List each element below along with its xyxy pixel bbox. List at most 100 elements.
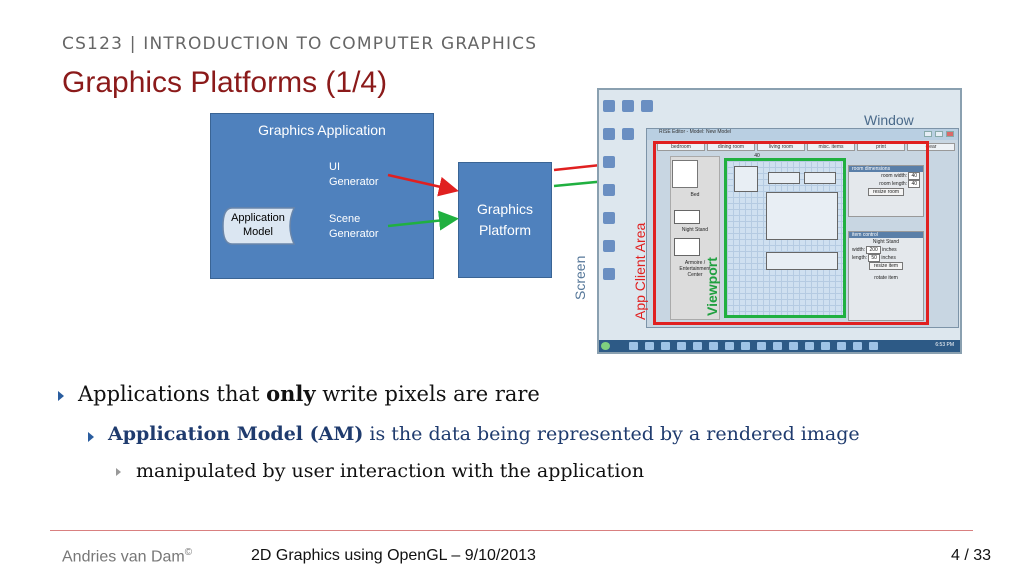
rotate-item-label: rotate item [874,275,898,281]
room-length-input: 40 [908,180,920,188]
item-width-unit: inches [882,247,897,253]
desktop-icon [603,100,615,112]
item-length-input: 50 [868,254,880,262]
bullet-1-emphasis: only [266,381,316,406]
desktop-icon [603,268,615,280]
minimize-icon [924,131,932,137]
bullet-3: manipulated by user interaction with the… [136,460,645,482]
furniture-item [768,172,800,184]
bullet-arrow-icon [58,391,64,401]
scene-generator-line-2: Generator [329,228,379,240]
armoire-thumbnail [674,238,700,256]
footer-author: Andries van Dam© [62,547,192,566]
total-pages: / 33 [964,547,992,564]
app-client-area-outline [653,141,929,325]
desktop-icon [603,128,615,140]
item-control-box: item control Night Stand width: 200 inch… [848,231,924,321]
resize-item-button: resize item [868,262,904,270]
furniture-item [734,166,758,192]
viewport-top-label: 40 [754,153,760,159]
taskbar-icon [773,342,782,350]
taskbar-icon [661,342,670,350]
room-width-row: room width: 40 [849,172,923,180]
item-length-row: length: 50 inches [849,254,923,262]
ui-generator-label: UI Generator [329,160,399,190]
nightstand-thumbnail [674,210,700,224]
item-length-label: length: [852,255,868,261]
item-width-input: 200 [866,246,881,254]
bullet-2-text: is the data being represented by a rende… [363,423,860,445]
room-length-label: room length: [879,181,908,187]
course-header: CS123 | INTRODUCTION TO COMPUTER GRAPHIC… [62,34,538,54]
desktop-icon [622,128,634,140]
scene-generator-line-1: Scene [329,213,361,225]
menu-clear: clear [907,143,955,151]
taskbar-clock: 6:53 PM [935,342,954,348]
bullet-arrow-icon [116,468,121,476]
application-model-line-1: Application [231,212,285,224]
graphics-platform-label: Graphics Platform [459,199,551,241]
bullet-1-text: Applications that [78,382,267,406]
graphics-platform-box: Graphics Platform [458,162,552,278]
bed-thumbnail [672,160,698,188]
application-model-shape-icon [222,207,296,245]
bullet-2: Application Model (AM) is the data being… [108,423,860,445]
graphics-platform-line-1: Graphics [476,201,534,217]
item-name: Night Stand [872,239,900,245]
room-length-row: room length: 40 [849,180,923,188]
start-icon [601,342,610,350]
room-dimensions-box: room dimensions room width: 40 room leng… [848,165,924,217]
taskbar-icon [821,342,830,350]
window-label: Window [864,112,914,128]
resize-room-row: resize room [849,188,923,196]
taskbar-icon [853,342,862,350]
scene-generator-label: Scene Generator [329,212,399,242]
bullet-arrow-icon [88,432,94,442]
taskbar-icon [837,342,846,350]
taskbar-icon [789,342,798,350]
ui-generator-line-1: UI [329,161,340,173]
furniture-item [766,192,838,240]
furniture-item [766,252,838,270]
bed-label: Bed [690,192,700,198]
taskbar-icon [629,342,638,350]
app-menu-bar: bedroom dining room living room misc. it… [657,143,955,151]
taskbar-icon [741,342,750,350]
armoire-label: Armoire / Entertainment Center [679,260,711,278]
room-dimensions-header: room dimensions [849,166,923,172]
taskbar-icon [693,342,702,350]
graphics-application-box: Graphics Application UI Generator Scene … [210,113,434,279]
resize-room-button: resize room [867,188,905,196]
item-width-label: width: [852,247,866,253]
author-name: Andries van Dam [62,548,185,566]
desktop-icon [603,184,615,196]
close-icon [946,131,954,137]
slide-title: Graphics Platforms (1/4) [62,66,388,99]
item-control-header: item control [849,232,923,238]
desktop-icon [603,212,615,224]
taskbar-icon [645,342,654,350]
desktop-icon [603,156,615,168]
nightstand-label: Night Stand [681,227,709,233]
application-model-label: Application Model [222,211,294,239]
graphics-platform-line-2: Platform [478,222,532,238]
footer-subtitle: 2D Graphics using OpenGL – 9/10/2013 [251,547,536,564]
desktop-icon [622,100,634,112]
desktop-icon [603,240,615,252]
taskbar-icon [677,342,686,350]
taskbar: 6:53 PM [599,340,960,352]
footer-divider [50,530,973,531]
bullet-1: Applications that only write pixels are … [78,381,540,406]
copyright-mark: © [184,547,193,558]
desktop-icon [641,100,653,112]
application-model-line-2: Model [243,226,273,238]
taskbar-icon [757,342,766,350]
item-width-row: width: 200 inches [849,246,923,254]
bullet-2-term: Application Model (AM) [108,423,364,445]
app-client-area-label: App Client Area [632,222,648,320]
maximize-icon [935,131,943,137]
item-length-unit: inches [881,255,896,261]
resize-item-row: resize item [849,262,923,270]
page-number: 4 / 33 [951,547,991,565]
viewport-label: Viewport [704,257,720,316]
